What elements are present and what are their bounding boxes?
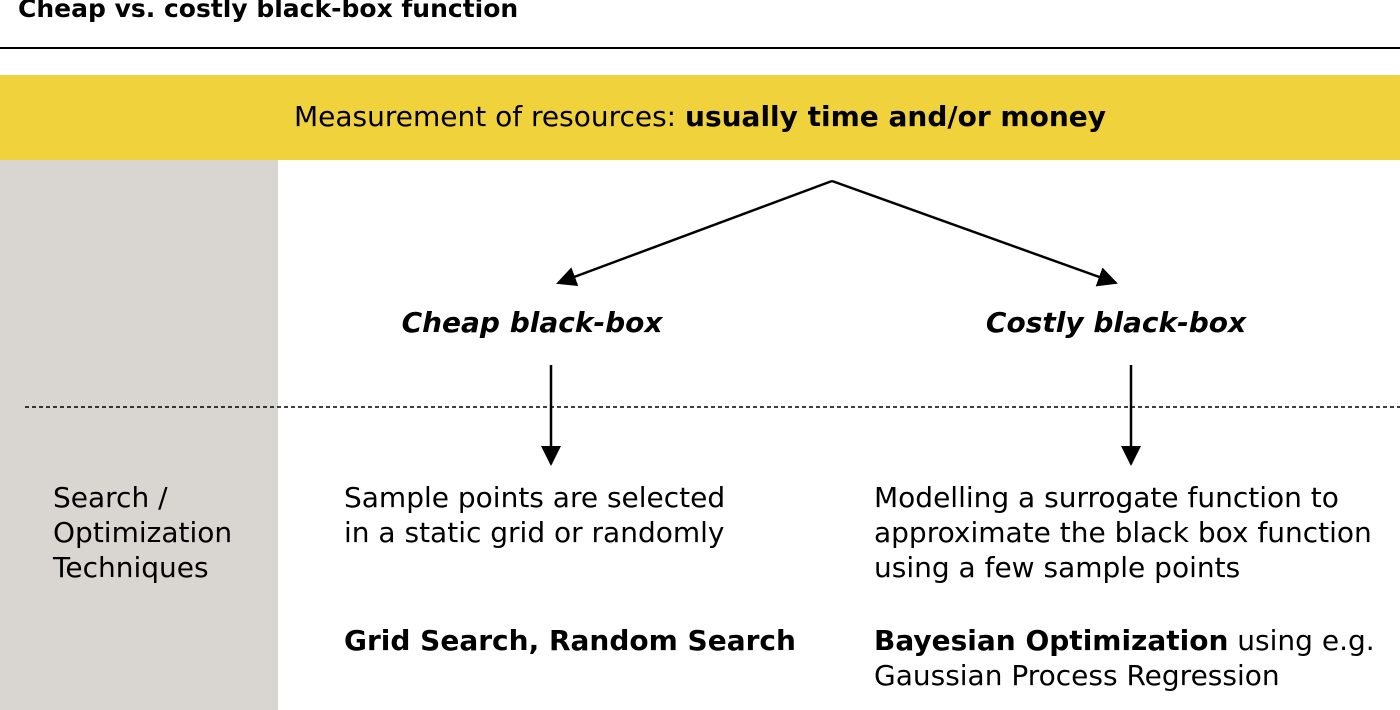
cheap-method-name: Grid Search, Random Search (344, 624, 796, 657)
costly-method-line: Bayesian Optimization using e.g. (874, 623, 1375, 658)
cheap-description: Sample points are selected in a static g… (344, 480, 725, 550)
cheap-branch-label: Cheap black-box (401, 306, 663, 339)
cheap-method: Grid Search, Random Search (344, 623, 796, 658)
sidebar-panel (0, 160, 278, 710)
costly-description: Modelling a surrogate function to approx… (874, 480, 1372, 585)
costly-description-line: Modelling a surrogate function to (874, 481, 1339, 514)
sidebar-label-line: Optimization (53, 516, 233, 549)
resources-banner: Measurement of resources: usually time a… (0, 75, 1400, 160)
arrow-to-cheap (556, 179, 833, 287)
arrow-to-costly (831, 179, 1118, 287)
cheap-description-line: Sample points are selected (344, 481, 726, 514)
costly-description-line: using a few sample points (874, 551, 1241, 584)
costly-method-name: Bayesian Optimization (874, 624, 1229, 657)
sidebar-label-line: Search / (53, 481, 168, 514)
sidebar-label: Search / Optimization Techniques (53, 480, 232, 585)
sidebar-label-line: Techniques (53, 551, 209, 584)
costly-method-rest: using e.g. (1228, 624, 1375, 657)
banner-prefix: Measurement of resources: (293, 100, 686, 133)
cheap-description-line: in a static grid or randomly (344, 516, 725, 549)
title-rule (0, 47, 1400, 49)
banner-emphasis: usually time and/or money (685, 100, 1107, 133)
costly-description-line: approximate the black box function (874, 516, 1372, 549)
costly-method: Bayesian Optimization using e.g. Gaussia… (874, 623, 1375, 693)
costly-method-line-2: Gaussian Process Regression (874, 659, 1280, 692)
diagram-title: Cheap vs. costly black-box function (18, 0, 519, 23)
costly-branch-label: Costly black-box (985, 306, 1247, 339)
